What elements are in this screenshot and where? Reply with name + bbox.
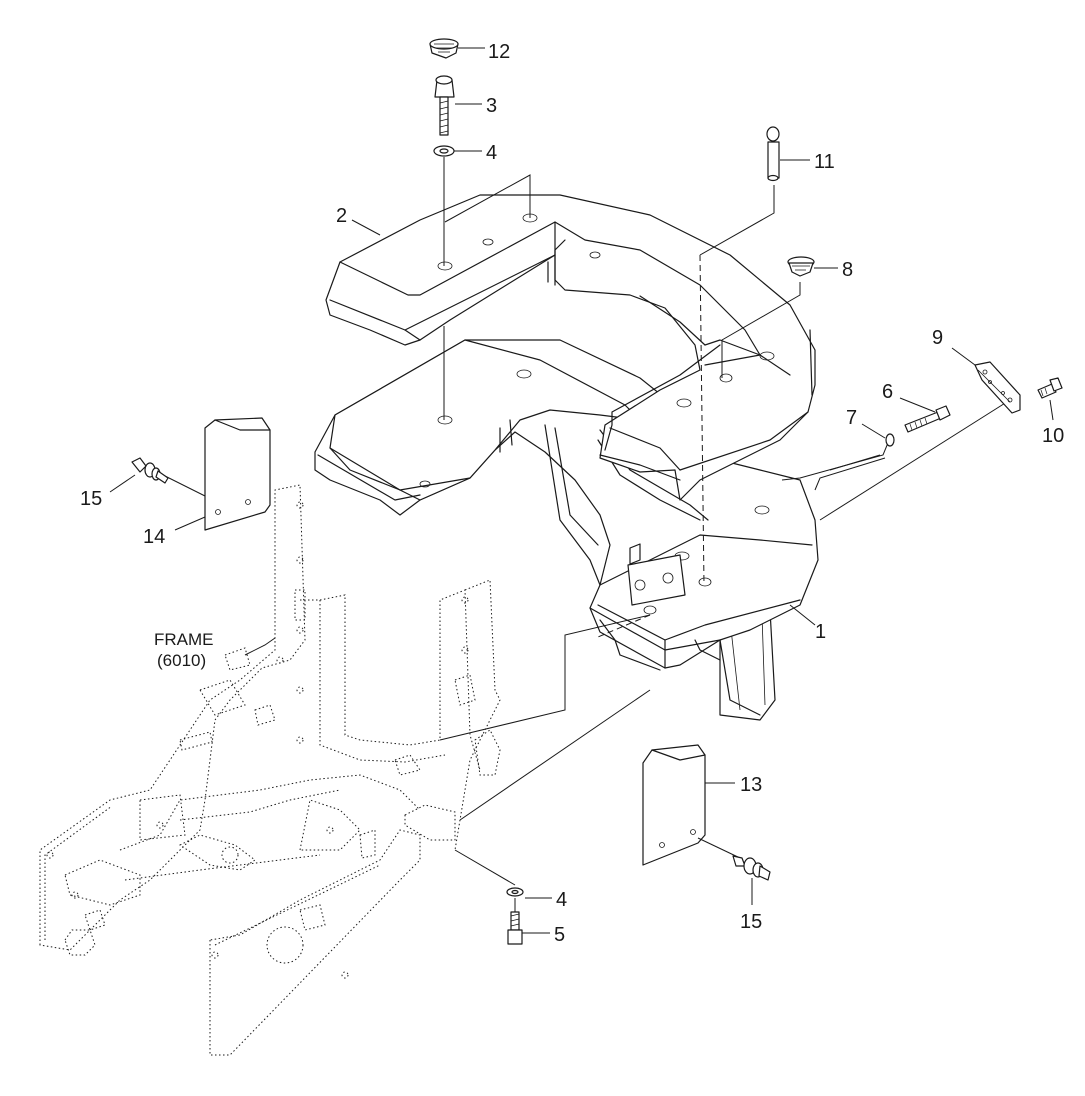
part-8-plug: [787, 256, 815, 277]
label-7: 7: [846, 407, 857, 429]
label-2: 2: [336, 205, 347, 227]
part-9-plate: [974, 361, 1021, 414]
assembly-axis-lines: [164, 157, 1011, 925]
part-3-bolt: [434, 75, 455, 136]
label-14: 14: [143, 526, 165, 548]
label-15-right: 15: [740, 911, 762, 933]
label-4-lower: 4: [556, 889, 567, 911]
part-15-bolt-left: [131, 457, 169, 484]
label-13: 13: [740, 774, 762, 796]
label-3: 3: [486, 95, 497, 117]
frame-assembly: [39, 484, 501, 1056]
part-4-washer-upper: [433, 145, 455, 157]
label-9: 9: [932, 327, 943, 349]
label-leaders: [109, 47, 1054, 934]
label-11: 11: [814, 151, 835, 173]
part-5-bolt: [507, 911, 523, 945]
part-10-bolt: [1037, 377, 1063, 399]
part-12-plug: [429, 38, 459, 59]
part-7-washer: [885, 433, 895, 447]
frame-note-code: (6010): [157, 651, 206, 670]
label-12: 12: [488, 41, 510, 63]
part-labels: 12 3 4 2 11 8 9 6 7 10 1 13 4 5 15 14 15…: [80, 41, 1064, 946]
part-14-side-plate: [204, 417, 271, 531]
part-11-pin: [766, 126, 780, 182]
part-6-bolt: [904, 405, 951, 433]
part-13-side-plate: [642, 744, 741, 866]
label-6: 6: [882, 381, 893, 403]
part-15-bolt-right: [732, 855, 771, 881]
label-5: 5: [554, 924, 565, 946]
label-4-upper: 4: [486, 142, 497, 164]
part-4-washer-lower: [506, 887, 524, 897]
label-8: 8: [842, 259, 853, 281]
label-1: 1: [815, 621, 826, 643]
label-15-left: 15: [80, 488, 102, 510]
frame-note-title: FRAME: [154, 630, 214, 649]
part-2-upper-counterweight: [325, 194, 816, 501]
label-10: 10: [1042, 425, 1064, 447]
